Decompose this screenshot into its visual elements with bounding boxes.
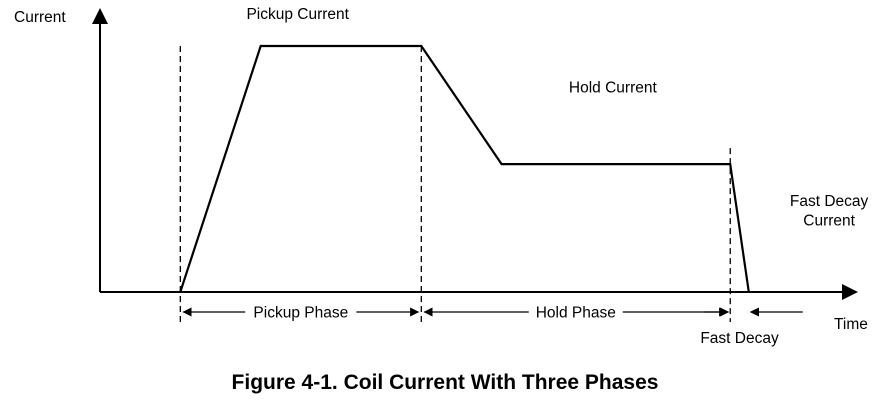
x-axis-arrowhead (842, 284, 858, 300)
annotation-fastdecay1: Fast Decay (790, 193, 869, 210)
phase-label: Fast Decay (700, 330, 779, 347)
annotation-hold: Hold Current (569, 80, 658, 97)
phase-label: Pickup Phase (253, 305, 348, 322)
figure-caption: Figure 4-1. Coil Current With Three Phas… (232, 371, 659, 394)
annotation-pickup: Pickup Current (246, 6, 349, 23)
coil-current-waveform (179, 44, 750, 293)
y-axis-label: Current (14, 9, 66, 26)
x-axis-label: Time (834, 316, 868, 333)
annotation-fastdecay2: Current (803, 213, 855, 230)
phase-label: Hold Phase (536, 305, 616, 322)
y-axis-arrowhead (92, 8, 108, 24)
